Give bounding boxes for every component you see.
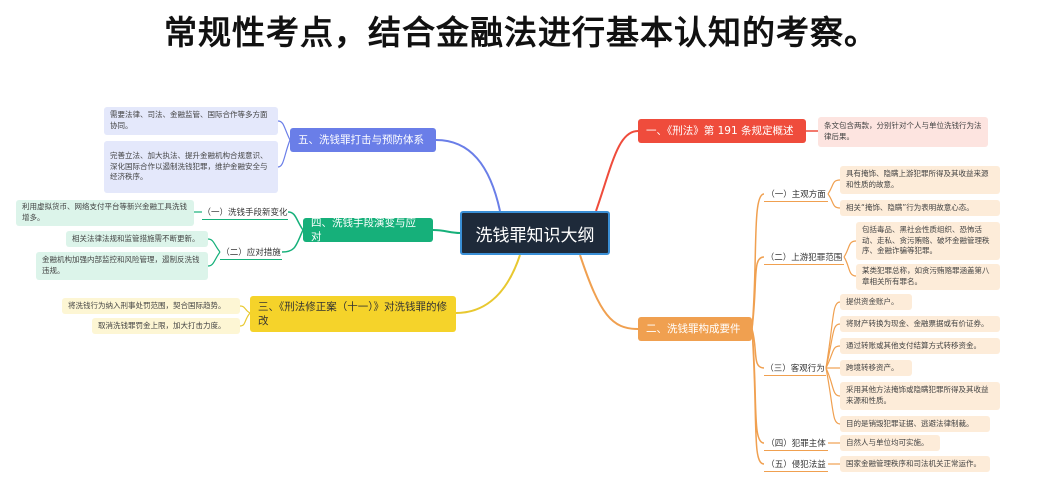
edge-center-b1 — [595, 130, 639, 212]
edge-b2-s5 — [751, 328, 765, 465]
b2-s3-leaf-4: 跨境转移资产。 — [840, 360, 912, 376]
edge-b4-s2-l2 — [207, 251, 221, 267]
b2-s1-leaf-1: 具有掩饰、隐瞒上游犯罪所得及其收益来源和性质的故意。 — [840, 166, 1000, 194]
b4-s1-leaf: 利用虚拟货币、网络支付平台等新兴金融工具洗钱增多。 — [16, 200, 194, 226]
edge-b2-s1-l1 — [827, 179, 841, 195]
edge-b2-s3-l3 — [825, 345, 841, 369]
edge-b4-s1 — [287, 211, 304, 231]
b4-s2-leaf-2: 金融机构加强内部监控和风险管理，遏制反洗钱违规。 — [36, 252, 208, 280]
edge-b5-l2 — [277, 139, 291, 168]
edge-b2-s2-l1 — [843, 240, 857, 258]
branch-4-evolution-response[interactable]: 四、洗钱手段演变与应对 — [303, 217, 433, 243]
b2-s4-leaf: 自然人与单位均可实施。 — [840, 435, 940, 451]
edge-b2-s4 — [751, 328, 765, 444]
page-heading: 常规性考点，结合金融法进行基本认知的考察。 — [164, 13, 878, 52]
branch-2-elements[interactable]: 二、洗钱罪构成要件 — [638, 317, 752, 341]
edge-b2-s3 — [751, 328, 765, 369]
b2-s3-leaf-6: 目的是销毁犯罪证据、逃避法律制裁。 — [840, 416, 990, 432]
b4-s2-leaf-1: 相关法律法规和监管措施需不断更新。 — [66, 231, 208, 247]
b2-sub-subjective[interactable]: （一）主观方面 — [764, 186, 828, 202]
b2-sub-predicate-crimes[interactable]: （二）上游犯罪范围 — [764, 249, 844, 265]
branch-3-amendment-xi[interactable]: 三、《刑法修正案（十一）》对洗钱罪的修改 — [250, 296, 456, 332]
edge-b5-l1 — [277, 120, 291, 141]
b4-sub-new-methods[interactable]: （一）洗钱手段新变化 — [202, 204, 288, 220]
branch-1-criminal-law-191[interactable]: 一、《刑法》第 191 条规定概述 — [638, 119, 806, 143]
edge-b2-s1-l2 — [827, 193, 841, 209]
b4-sub-countermeasures[interactable]: （二）应对措施 — [220, 244, 282, 260]
b2-s3-leaf-5: 采用其他方法掩饰或隐瞒犯罪所得及其收益来源和性质。 — [840, 382, 1000, 410]
edge-b4-s2-l1 — [207, 238, 221, 253]
b1-leaf: 条文包含两款，分别针对个人与单位洗钱行为法律后果。 — [818, 117, 988, 147]
central-topic[interactable]: 洗钱罪知识大纲 — [460, 211, 610, 255]
b5-leaf-2: 完善立法、加大执法、提升金融机构合规意识、深化国际合作以遏制洗钱犯罪，维护金融安… — [104, 141, 278, 193]
b2-s2-leaf-2: 某类犯罪总称，如贪污贿赂罪涵盖第八章相关所有罪名。 — [856, 264, 1000, 290]
edge-b3-l2 — [239, 312, 251, 327]
edge-b2-s3-l1 — [825, 301, 841, 369]
b2-s2-leaf-1: 包括毒品、黑社会性质组织、恐怖活动、走私、贪污贿赂、破坏金融管理秩序、金融诈骗等… — [856, 222, 1000, 260]
edge-b4-s2 — [281, 229, 304, 253]
b5-leaf-1: 需要法律、司法、金融监管、国际合作等多方面协同。 — [104, 107, 278, 135]
edge-b2-s2-l2 — [843, 256, 857, 277]
edge-center-b4 — [432, 229, 461, 234]
b2-sub-subject[interactable]: （四）犯罪主体 — [764, 435, 828, 451]
b2-sub-objective-acts[interactable]: （三）客观行为 — [764, 360, 826, 376]
b2-sub-legal-interest[interactable]: （五）侵犯法益 — [764, 456, 828, 472]
branch-5-prevention-system[interactable]: 五、洗钱罪打击与预防体系 — [290, 128, 436, 152]
edge-b2-s3-l6 — [825, 367, 841, 425]
edge-b2-s2 — [751, 256, 765, 330]
edge-center-b5 — [435, 139, 501, 212]
b2-s3-leaf-1: 提供资金账户。 — [840, 294, 912, 310]
edge-b2-s3-l5 — [825, 367, 841, 397]
b3-leaf-2: 取消洗钱罪罚金上限，加大打击力度。 — [92, 318, 240, 334]
edge-b2-s3-l2 — [825, 323, 841, 369]
b2-s3-leaf-3: 通过转账或其他支付结算方式转移资金。 — [840, 338, 1000, 354]
edge-center-b2 — [579, 254, 639, 330]
b2-s3-leaf-2: 将财产转换为现金、金融票据或有价证券。 — [840, 316, 1000, 332]
b2-s5-leaf: 国家金融管理秩序和司法机关正常运作。 — [840, 456, 990, 472]
b3-leaf-1: 将洗钱行为纳入刑事处罚范围，契合国际趋势。 — [62, 298, 240, 314]
b2-s1-leaf-2: 相关“掩饰、隐瞒”行为表明故意心态。 — [840, 200, 1000, 216]
edge-center-b3 — [455, 254, 521, 314]
edge-b3-l1 — [239, 305, 251, 314]
